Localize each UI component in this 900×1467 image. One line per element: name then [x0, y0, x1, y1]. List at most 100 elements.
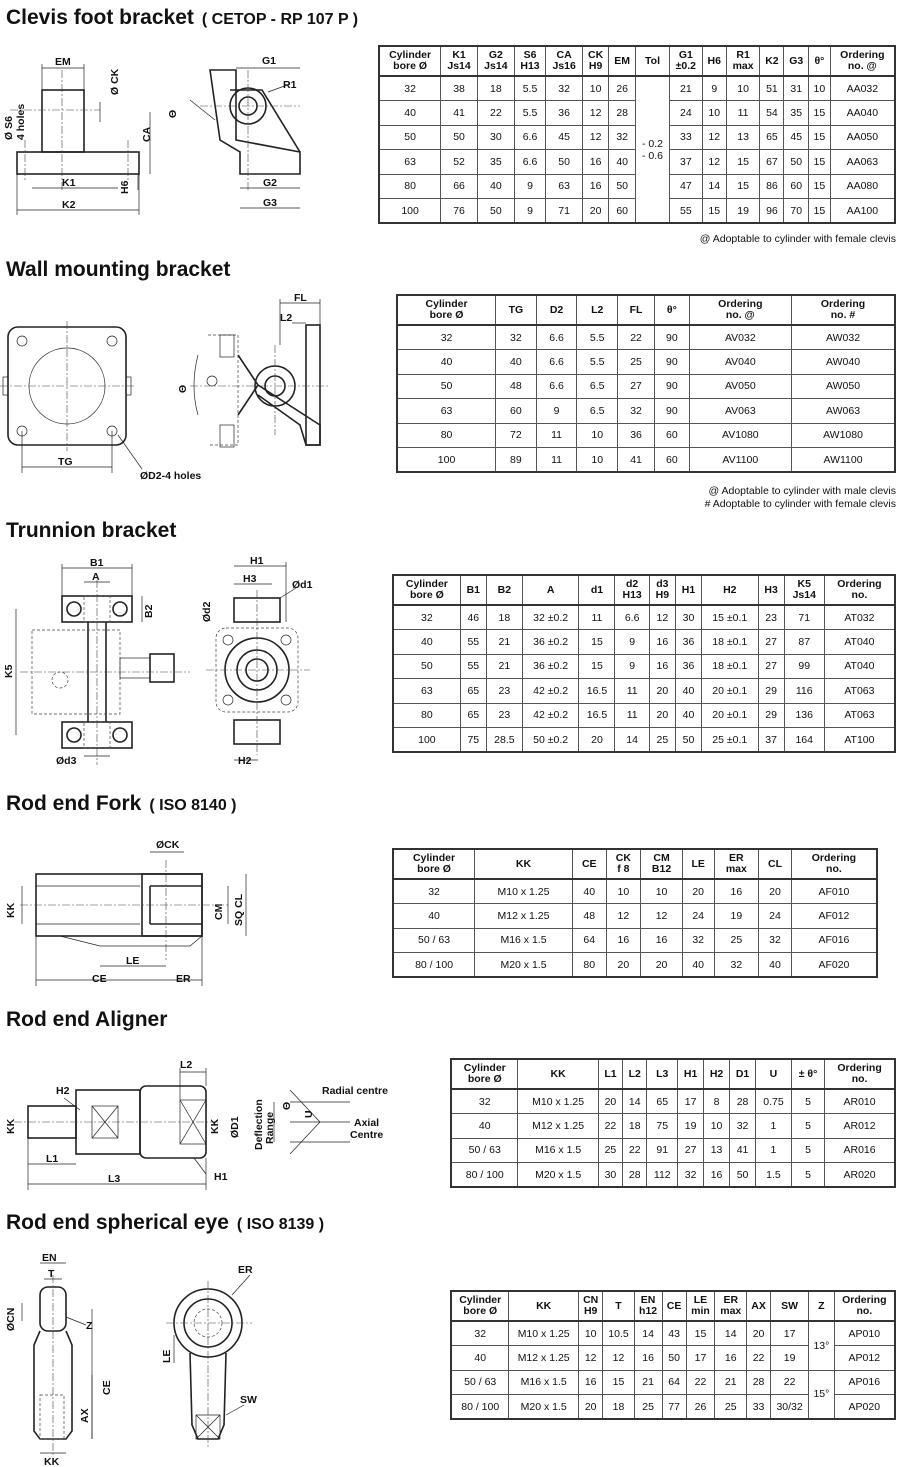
- fork-subtitle: ( ISO 8140 ): [149, 797, 237, 814]
- aligner-cell: 5: [790, 1137, 826, 1163]
- clevis-label-g2: G2: [263, 177, 277, 189]
- wall-notes: @ Adoptable to cylinder with male clevis…: [705, 485, 896, 511]
- fork-cell: 20: [640, 952, 683, 978]
- clevis-cell: 63: [545, 173, 584, 199]
- aligner-cell: 25: [597, 1137, 624, 1163]
- fork-label-ce: CE: [92, 973, 107, 985]
- aligner-label-radial: Radial centre: [322, 1085, 388, 1097]
- fork-cell: 20: [605, 952, 642, 978]
- eye-cell: 12: [602, 1345, 635, 1371]
- clevis-cell: 15: [808, 173, 831, 199]
- eye-cell: 43: [661, 1320, 687, 1346]
- clevis-merged-cell: - 0.2- 0.6: [635, 75, 670, 224]
- fork-cell: 16: [605, 927, 642, 953]
- trunnion-cell: 32 ±0.2: [521, 604, 580, 630]
- aligner-label-kk: KK: [5, 1118, 17, 1134]
- aligner-cell: AR016: [824, 1137, 896, 1163]
- trunnion-cell: AT100: [823, 727, 896, 753]
- trunnion-cell: 16.5: [578, 702, 616, 728]
- trunnion-cell: 116: [783, 678, 825, 704]
- clevis-header-cell: G3: [783, 45, 810, 77]
- trunnion-cell: 71: [783, 604, 825, 630]
- fork-cell: 50 / 63: [392, 927, 476, 953]
- clevis-label-k2: K2: [62, 199, 76, 211]
- aligner-label-centre: Centre: [350, 1129, 383, 1141]
- clevis-cell: 52: [440, 149, 478, 175]
- fork-cell: 12: [640, 903, 683, 929]
- trunnion-cell: 23: [485, 678, 523, 704]
- fork-drawing: ØCK KK CM SQ CL LE CE ER: [0, 830, 375, 990]
- wall-header-cell: θ°: [654, 294, 690, 326]
- clevis-cell: 5.5: [513, 75, 547, 101]
- clevis-cell: 66: [440, 173, 478, 199]
- clevis-cell: 6.6: [513, 124, 547, 150]
- aligner-drawing: L2 H2 KK KK ØD1 L1 L3 H1 Deflection Rang…: [0, 1050, 440, 1195]
- wall-cell: AV063: [688, 398, 793, 424]
- clevis-cell: 76: [440, 198, 478, 224]
- trunnion-cell: 29: [757, 702, 785, 728]
- clevis-cell: 51: [759, 75, 785, 101]
- trunnion-cell: 20 ±0.1: [701, 678, 759, 704]
- clevis-cell: 26: [608, 75, 637, 101]
- trunnion-cell: 27: [757, 629, 785, 655]
- wall-cell: 6.6: [535, 349, 578, 375]
- eye-section-title: Rod end spherical eye( ISO 8139 ): [6, 1211, 324, 1235]
- trunnion-cell: 21: [485, 629, 523, 655]
- clevis-cell: 67: [759, 149, 785, 175]
- fork-cell: 40: [571, 878, 607, 904]
- clevis-cell: 21: [668, 75, 703, 101]
- clevis-cell: 50: [608, 173, 637, 199]
- clevis-cell: 40: [476, 173, 515, 199]
- wall-header-cell: D2: [535, 294, 578, 326]
- fork-cell: AF016: [790, 927, 878, 953]
- eye-cell: 12: [577, 1345, 604, 1371]
- clevis-cell: 80: [378, 173, 442, 199]
- trunnion-title: Trunnion bracket: [6, 519, 177, 542]
- wall-cell: 5.5: [576, 324, 619, 350]
- trunnion-cell: 20: [648, 678, 676, 704]
- wall-cell: 90: [654, 398, 690, 424]
- eye-cell: 33: [746, 1394, 772, 1420]
- clevis-cell: 55: [668, 198, 703, 224]
- fork-cell: 16: [713, 878, 760, 904]
- trunnion-header-cell: H2: [701, 574, 759, 606]
- clevis-label-s6: Ø S6: [3, 116, 15, 140]
- fork-cell: 80: [571, 952, 607, 978]
- eye-label-ce: CE: [101, 1380, 113, 1395]
- fork-cell: 10: [605, 878, 642, 904]
- aligner-cell: 20: [597, 1088, 624, 1114]
- fork-label-cm: CM: [213, 903, 225, 920]
- aligner-label-h2: H2: [56, 1085, 70, 1097]
- aligner-label-axial: Axial: [354, 1117, 379, 1129]
- clevis-cell: 33: [668, 124, 703, 150]
- aligner-label-range: Range: [264, 1112, 276, 1144]
- aligner-cell: AR010: [824, 1088, 896, 1114]
- wall-label-l2: L2: [280, 312, 292, 324]
- aligner-header-cell: U: [755, 1058, 792, 1090]
- clevis-cell: 50: [476, 198, 515, 224]
- wall-cell: AW032: [791, 324, 896, 350]
- clevis-cell: 24: [668, 100, 703, 126]
- eye-header-cell: CE: [661, 1290, 687, 1322]
- trunnion-cell: 65: [459, 678, 487, 704]
- clevis-label-h6: H6: [119, 180, 131, 194]
- clevis-header-cell: K2: [759, 45, 785, 77]
- eye-cell: 10: [577, 1320, 604, 1346]
- clevis-cell: 15: [808, 100, 831, 126]
- fork-cell: 20: [758, 878, 792, 904]
- fork-cell: 40: [758, 952, 792, 978]
- aligner-cell: 32: [729, 1113, 757, 1139]
- eye-header-cell: Z: [808, 1290, 835, 1322]
